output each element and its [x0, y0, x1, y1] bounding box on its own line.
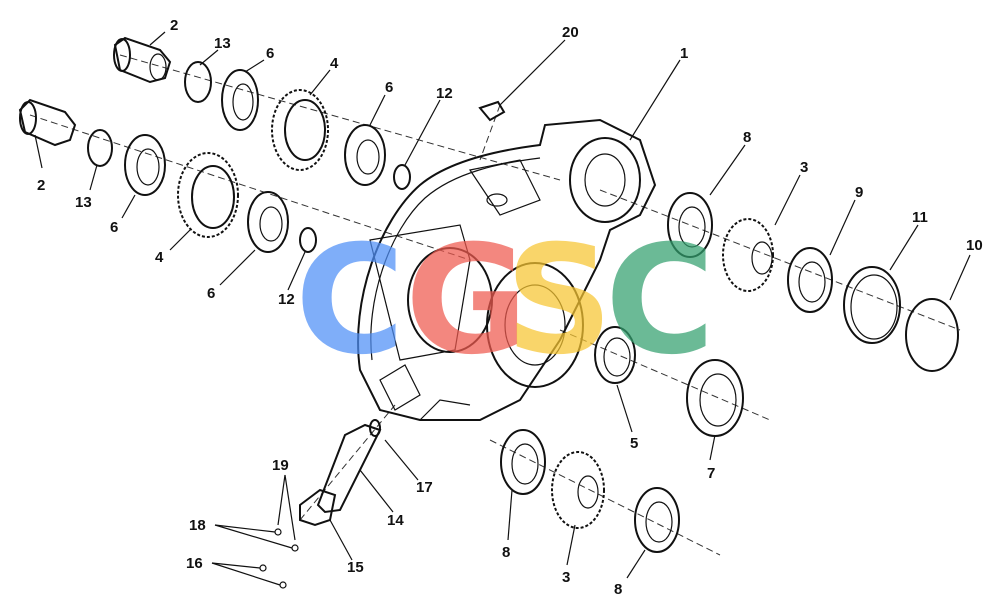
- right-shaft-group: [667, 192, 959, 372]
- upper-shaft-group: [113, 36, 411, 190]
- watermark-letter: G: [405, 214, 528, 388]
- leader-lines: [34, 31, 971, 586]
- callout-12-left: 12: [278, 291, 295, 308]
- callout-4-left: 4: [155, 249, 164, 266]
- watermark-letter: C: [605, 214, 715, 388]
- plug-20: [478, 100, 506, 122]
- lower-shaft-group: [18, 98, 317, 253]
- callout-6-left-a: 6: [110, 219, 118, 236]
- callout-2-top: 2: [170, 17, 178, 34]
- callout-10: 10: [966, 237, 983, 254]
- callout-11: 11: [912, 209, 928, 226]
- callout-7: 7: [707, 465, 715, 482]
- callout-8-bottom-a: 8: [502, 544, 510, 561]
- callout-14: 14: [387, 512, 404, 529]
- callout-2-left: 2: [37, 177, 45, 194]
- callout-6-left-b: 6: [207, 285, 215, 302]
- callout-17: 17: [416, 479, 433, 496]
- bottom-shaft-group: [500, 429, 680, 553]
- watermark-letter: C: [295, 214, 405, 388]
- callout-19: 19: [272, 457, 289, 474]
- callouts: 1 2 2 3 3 4 4 5 6 6 6 6 7 8 8 8 9 10 11 …: [37, 17, 983, 598]
- middle-right-group: [594, 326, 744, 437]
- callout-13-left: 13: [75, 194, 92, 211]
- callout-4-top: 4: [330, 55, 339, 72]
- callout-3-bottom: 3: [562, 569, 570, 586]
- callout-13-top: 13: [214, 35, 231, 52]
- watermark-letter: S: [505, 214, 613, 388]
- callout-6-top-a: 6: [266, 45, 274, 62]
- callout-1: 1: [680, 45, 688, 62]
- callout-6-top-b: 6: [385, 79, 393, 96]
- callout-3-right: 3: [800, 159, 808, 176]
- callout-18: 18: [189, 517, 206, 534]
- callout-16: 16: [186, 555, 203, 572]
- callout-20: 20: [562, 24, 579, 41]
- callout-12-top: 12: [436, 85, 453, 102]
- gearbox-housing: [357, 118, 657, 421]
- callout-15: 15: [347, 559, 364, 576]
- callout-5: 5: [630, 435, 638, 452]
- callout-8-bottom-b: 8: [614, 581, 622, 598]
- callout-9: 9: [855, 184, 863, 201]
- callout-8-right: 8: [743, 129, 751, 146]
